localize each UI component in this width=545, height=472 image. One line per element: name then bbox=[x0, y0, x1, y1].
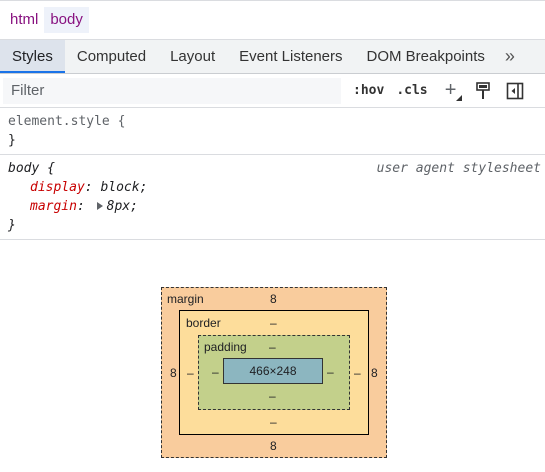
element-style-rule: element.style { } bbox=[0, 108, 545, 155]
hov-button[interactable]: :hov bbox=[353, 83, 385, 98]
border-top-value[interactable]: – bbox=[270, 316, 277, 330]
padding-right-value[interactable]: – bbox=[327, 365, 334, 379]
tab-computed[interactable]: Computed bbox=[76, 48, 147, 65]
new-style-rule-icon[interactable]: + bbox=[442, 79, 462, 101]
body-rule: body { user agent stylesheet display: bl… bbox=[0, 155, 545, 240]
tab-bar: Styles Computed Layout Event Listeners D… bbox=[0, 40, 545, 74]
tab-dom-breakpoints[interactable]: DOM Breakpoints bbox=[366, 48, 485, 65]
toggle-sidebar-icon[interactable] bbox=[506, 82, 524, 100]
margin-label: margin bbox=[167, 292, 204, 306]
padding-top-value[interactable]: – bbox=[269, 340, 276, 354]
margin-top-value[interactable]: 8 bbox=[270, 292, 277, 306]
filter-input[interactable] bbox=[3, 77, 341, 104]
body-close: } bbox=[8, 218, 16, 233]
border-label: border bbox=[186, 316, 221, 330]
tab-styles[interactable]: Styles bbox=[0, 40, 65, 73]
margin-bottom-value[interactable]: 8 bbox=[270, 439, 277, 453]
margin-left-value[interactable]: 8 bbox=[170, 366, 177, 380]
margin-property: margin bbox=[30, 199, 77, 214]
box-model-margin[interactable]: margin 8 8 8 8 border – – – – padding – … bbox=[161, 287, 387, 458]
border-right-value[interactable]: – bbox=[354, 366, 361, 380]
corner-triangle-icon bbox=[455, 94, 462, 101]
margin-right-value[interactable]: 8 bbox=[371, 366, 378, 380]
breadcrumb-body[interactable]: body bbox=[44, 7, 89, 33]
expand-triangle-icon[interactable] bbox=[96, 202, 103, 210]
box-model-content[interactable]: 466×248 bbox=[223, 358, 323, 384]
padding-left-value[interactable]: – bbox=[212, 365, 219, 379]
padding-bottom-value[interactable]: – bbox=[269, 389, 276, 403]
box-model-border[interactable]: border – – – – padding – – – – 466×248 bbox=[179, 310, 369, 435]
tab-layout[interactable]: Layout bbox=[170, 48, 216, 65]
border-left-value[interactable]: – bbox=[187, 366, 194, 380]
margin-declaration[interactable]: margin: 8px; bbox=[30, 199, 138, 214]
tab-event-listeners[interactable]: Event Listeners bbox=[239, 48, 343, 65]
body-selector[interactable]: body { bbox=[8, 161, 55, 176]
cls-button[interactable]: .cls bbox=[396, 83, 428, 98]
style-rules: element.style { } body { user agent styl… bbox=[0, 108, 545, 240]
display-value: block; bbox=[100, 180, 148, 195]
display-property: display bbox=[30, 180, 85, 195]
display-declaration[interactable]: display: block; bbox=[30, 180, 148, 195]
styles-toolbar: :hov .cls + bbox=[0, 74, 545, 108]
rule-origin: user agent stylesheet bbox=[376, 161, 541, 176]
breadcrumb-html[interactable]: html bbox=[10, 11, 39, 28]
padding-label: padding bbox=[204, 340, 247, 354]
margin-value: 8px; bbox=[106, 199, 138, 214]
element-style-selector[interactable]: element.style { bbox=[8, 114, 126, 129]
box-model-area: margin 8 8 8 8 border – – – – padding – … bbox=[0, 239, 545, 472]
border-bottom-value[interactable]: – bbox=[270, 415, 277, 429]
more-tabs-icon[interactable]: » bbox=[504, 46, 515, 66]
element-style-close: } bbox=[8, 133, 16, 148]
breadcrumb: html body bbox=[0, 0, 545, 40]
paint-brush-icon[interactable] bbox=[474, 81, 492, 100]
box-model-padding[interactable]: padding – – – – 466×248 bbox=[198, 335, 350, 410]
